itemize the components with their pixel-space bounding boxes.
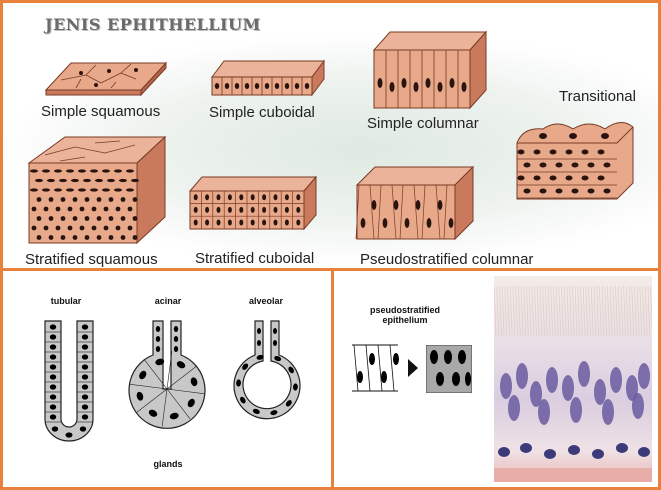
label-simple-squamous: Simple squamous: [41, 103, 161, 120]
tubular-gland-diagram: [44, 320, 94, 442]
simple-columnar-illustration: [372, 30, 488, 110]
arrow-right-icon: [408, 359, 418, 377]
glands-panel: tubular acinar alveolar glands: [3, 271, 331, 487]
label-pseudostratified-columnar: Pseudostratified columnar: [360, 251, 534, 268]
label-tubular: tubular: [50, 296, 82, 306]
panel-divider-vertical: [331, 271, 334, 487]
label-acinar: acinar: [154, 296, 182, 306]
transitional-illustration: [516, 122, 634, 200]
simple-squamous-illustration: [44, 61, 168, 97]
simple-cuboidal-illustration: [211, 59, 325, 97]
label-simple-cuboidal: Simple cuboidal: [209, 104, 315, 121]
label-pseudostratified: pseudostratified: [369, 305, 440, 315]
epithelium-types-panel: JENIS EPHITHELLIUM Simple squamous Simpl…: [3, 3, 658, 268]
label-stratified-squamous: Stratified squamous: [25, 251, 158, 268]
pseudostratified-block: [426, 345, 472, 393]
label-stratified-cuboidal: Stratified cuboidal: [195, 250, 315, 267]
stratified-squamous-illustration: [27, 135, 167, 245]
panel-divider-horizontal: [3, 268, 658, 271]
label-alveolar: alveolar: [248, 296, 284, 306]
stratified-cuboidal-illustration: [188, 175, 318, 231]
label-epithelium: epithelium: [382, 315, 428, 325]
label-glands: glands: [153, 459, 183, 469]
micrograph-image: [494, 276, 652, 482]
acinar-gland-diagram: [128, 320, 206, 429]
page-title: JENIS EPHITHELLIUM: [45, 15, 261, 34]
label-transitional: Transitional: [559, 88, 636, 105]
pseudostratified-columnar-illustration: [355, 165, 475, 241]
alveolar-gland-diagram: [233, 320, 301, 420]
label-simple-columnar: Simple columnar: [367, 115, 479, 132]
